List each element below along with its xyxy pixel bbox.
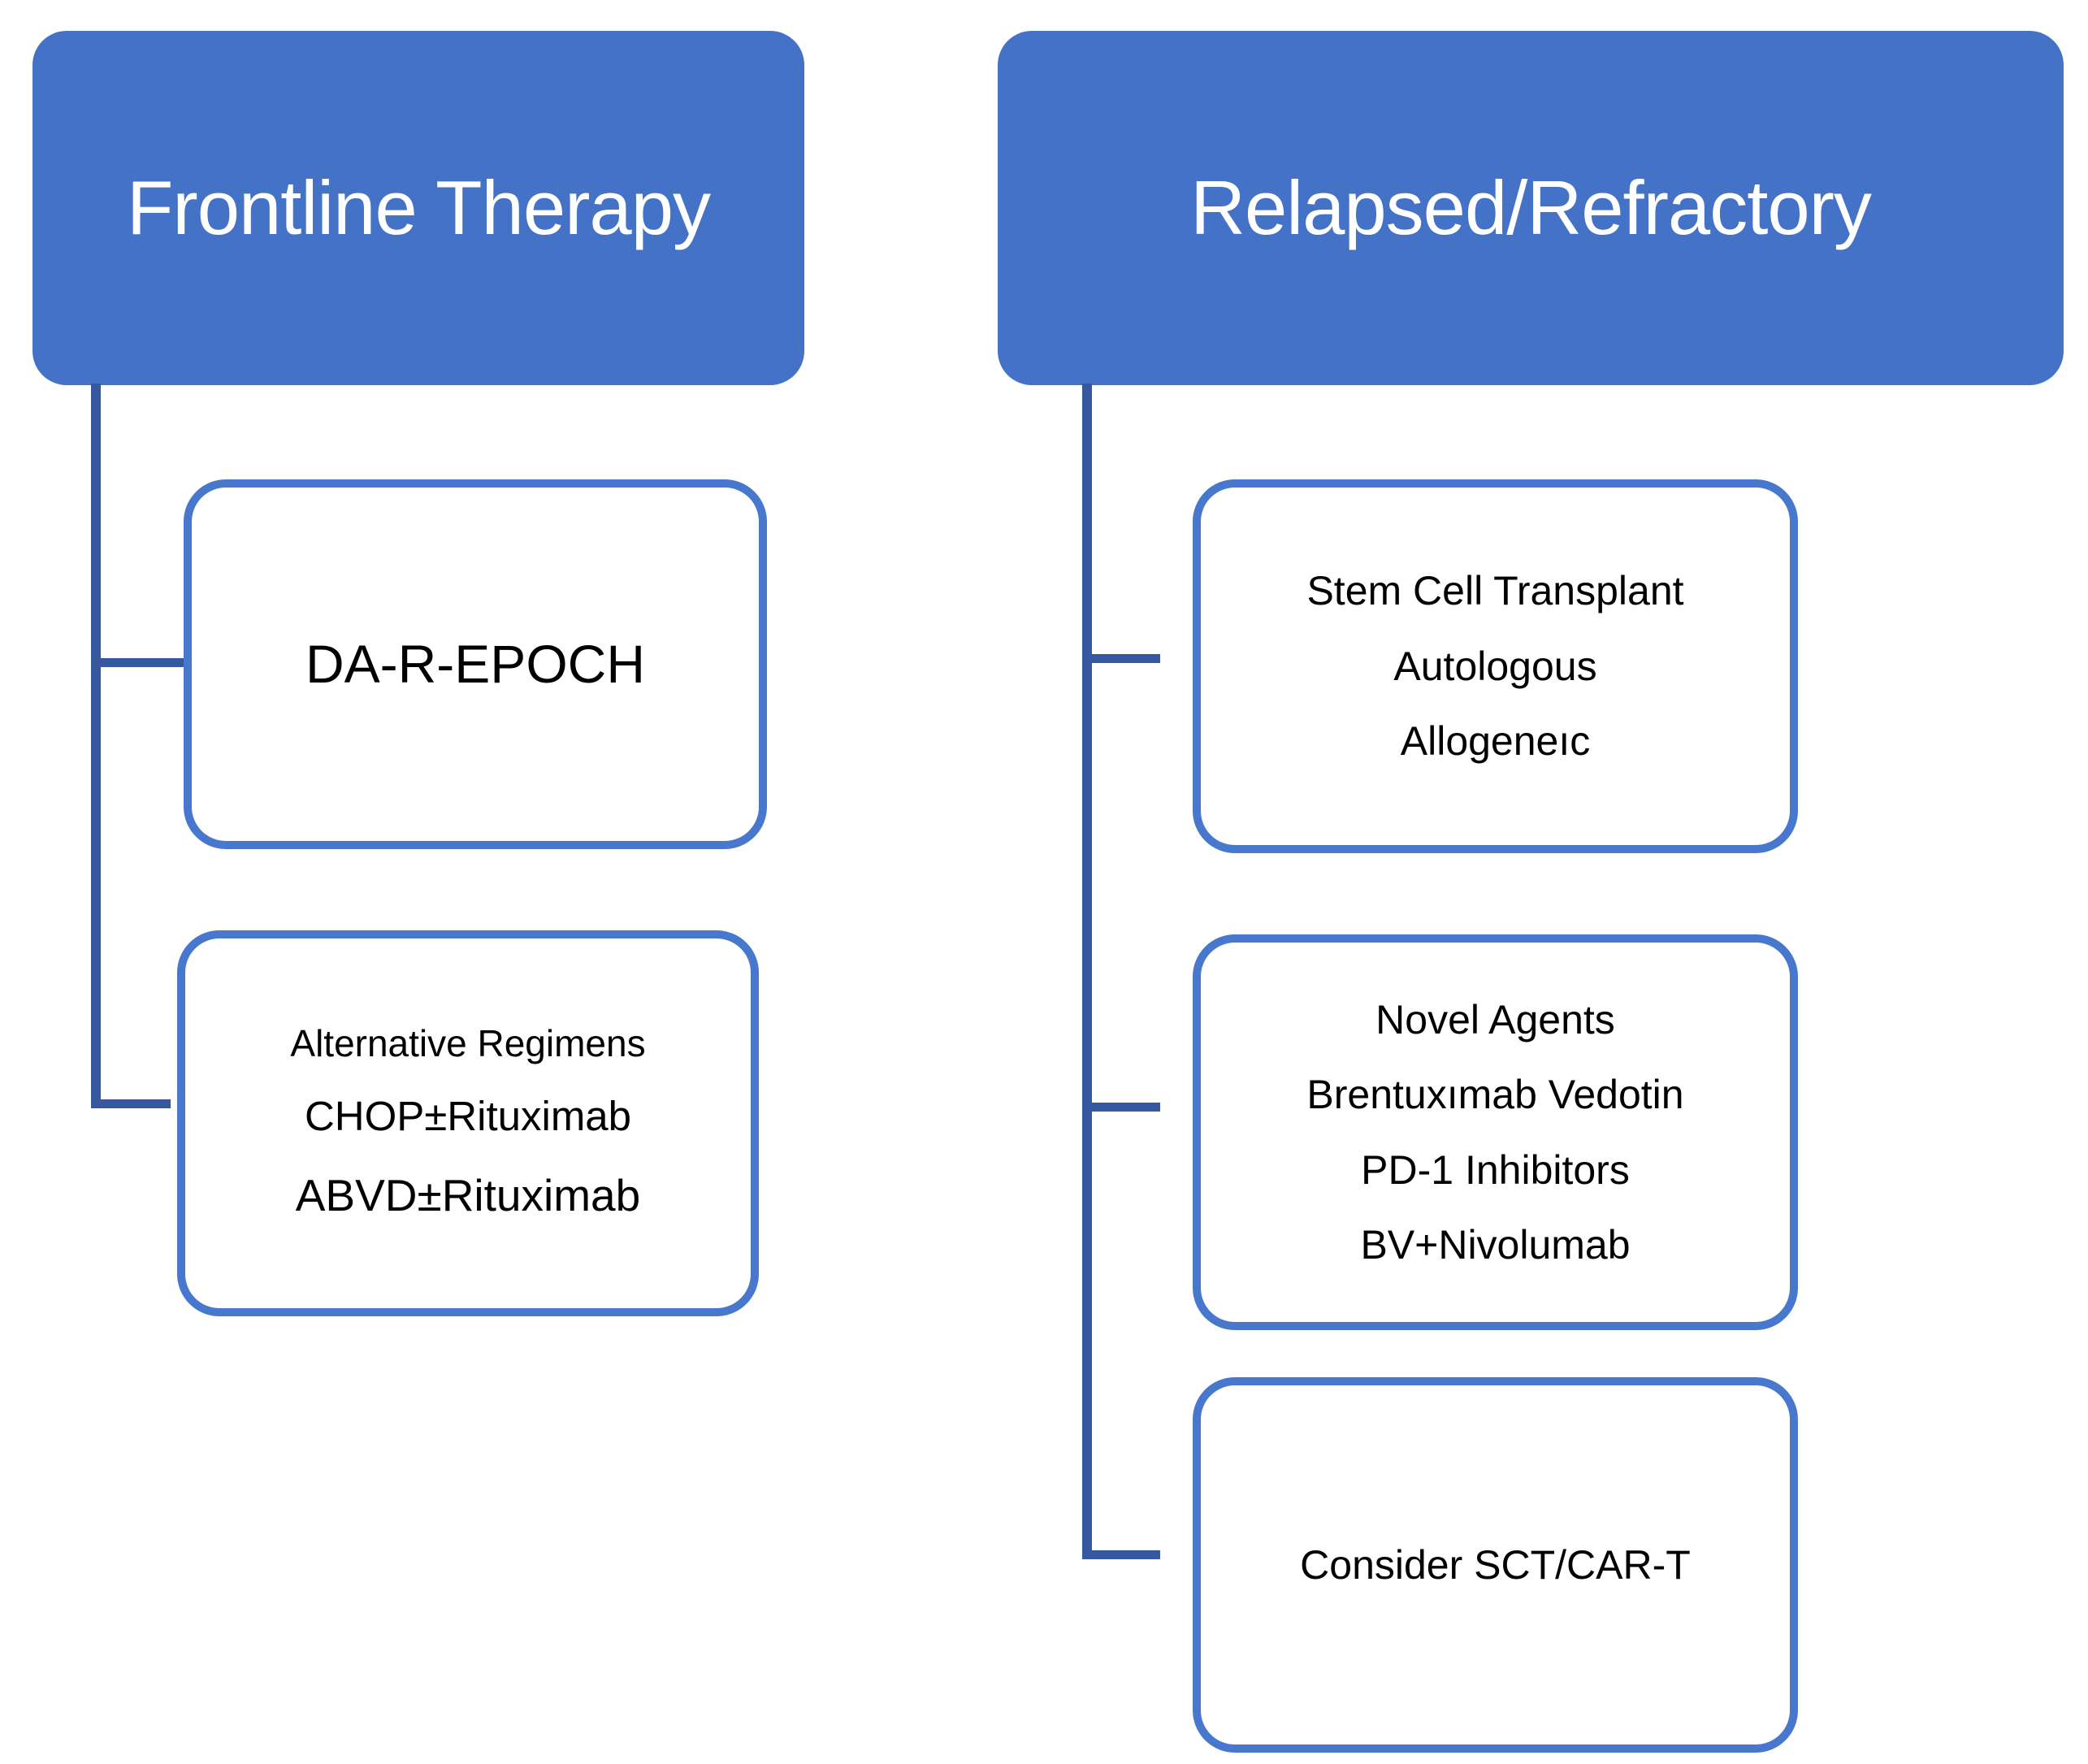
relapsed-connector-trunk: [1082, 384, 1092, 1559]
frontline-connector-trunk: [91, 384, 101, 1108]
relapsed-refractory-title: Relapsed/Refractory: [1190, 165, 1872, 250]
relapsed-connector-branch-sct: [1082, 654, 1160, 663]
novel-agents-label: Novel Agents: [1375, 996, 1615, 1042]
relapsed-connector-branch-consider: [1082, 1550, 1160, 1559]
abvd-rituximab-label: ABVD±Rituximab: [295, 1170, 641, 1221]
pd1-inhibitors-label: PD-1 Inhibitors: [1361, 1146, 1630, 1193]
frontline-therapy-title: Frontline Therapy: [127, 165, 711, 250]
relapsed-connector-branch-novel: [1082, 1103, 1160, 1112]
novel-agents-box: Novel Agents Brentuxımab Vedotin PD-1 In…: [1193, 934, 1798, 1330]
stem-cell-transplant-box: Stem Cell Transplant Autologous Allogene…: [1193, 479, 1798, 853]
relapsed-refractory-header: Relapsed/Refractory: [998, 31, 2064, 385]
alternative-regimens-box: Alternative Regimens CHOP±Rituximab ABVD…: [177, 930, 759, 1316]
alternative-regimens-label: Alternative Regimens: [290, 1021, 646, 1064]
chop-rituximab-label: CHOP±Rituximab: [304, 1093, 632, 1139]
consider-sct-cart-box: Consider SCT/CAR-T: [1193, 1377, 1798, 1753]
bv-nivolumab-label: BV+Nivolumab: [1360, 1222, 1631, 1268]
autologous-label: Autologous: [1393, 643, 1597, 689]
consider-sct-cart-label: Consider SCT/CAR-T: [1300, 1541, 1691, 1588]
da-r-epoch-label: DA-R-EPOCH: [305, 633, 645, 694]
frontline-connector-branch-alternative: [91, 1099, 171, 1108]
da-r-epoch-box: DA-R-EPOCH: [184, 479, 767, 849]
frontline-therapy-header: Frontline Therapy: [32, 31, 804, 385]
allogeneic-label: Allogeneıc: [1400, 718, 1591, 765]
brentuximab-vedotin-label: Brentuxımab Vedotin: [1306, 1072, 1684, 1117]
frontline-connector-branch-darepoch: [91, 658, 185, 667]
stem-cell-transplant-label: Stem Cell Transplant: [1306, 568, 1684, 614]
